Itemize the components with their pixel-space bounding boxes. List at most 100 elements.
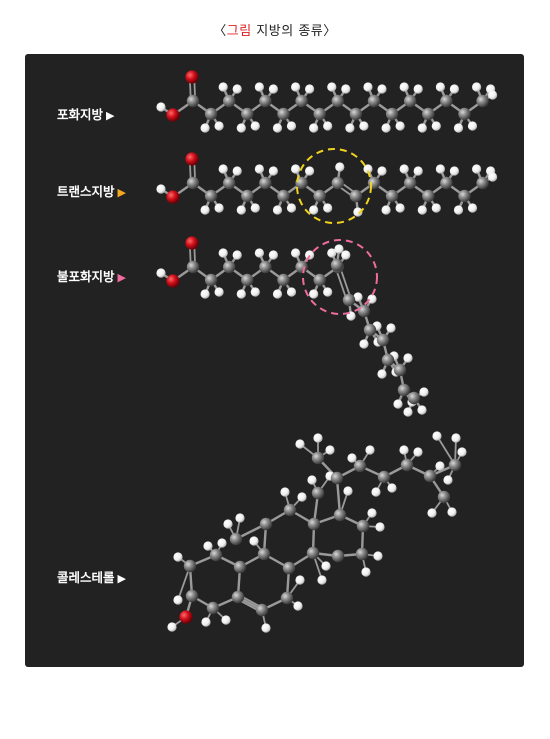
hydrogen-atom [327,248,337,258]
carbon-atom [376,333,390,347]
hydrogen-atom [254,248,264,258]
hydrogen-atom [417,205,427,215]
hydrogen-atom [334,244,344,254]
carbon-atom [209,548,223,562]
carbon-atom [241,189,254,203]
carbon-atom [186,260,200,274]
hydrogen-atom [295,439,305,449]
cholesterol-molecule [167,431,467,633]
carbon-atom [342,293,356,307]
carbon-atom [385,189,399,203]
hydrogen-atom [449,84,459,94]
carbon-atom [313,273,326,287]
hydrogen-atom [249,536,259,546]
hydrogen-atom [347,453,357,463]
carbon-atom [282,561,296,575]
carbon-atom [440,94,453,108]
hydrogen-atom [305,166,315,176]
hydrogen-atom [363,82,373,92]
carbon-atom [440,176,453,190]
carbon-atom [313,107,326,121]
hydrogen-atom [254,164,264,174]
hydrogen-atom [218,248,228,258]
carbon-atom [277,273,290,287]
hydrogen-atom [403,353,413,363]
hydrogen-atom [218,164,228,174]
hydrogen-atom [363,164,373,174]
hydrogen-atom [295,575,305,585]
carbon-atom [331,549,345,563]
hydrogen-atom [451,433,461,443]
hydrogen-atom [457,447,467,457]
hydrogen-atom [214,203,224,213]
hydrogen-atom [200,205,210,215]
oxygen-atom [166,274,180,288]
hydrogen-atom [393,399,403,409]
carbon-atom [357,304,371,318]
carbon-atom [306,546,320,560]
hydrogen-atom [268,250,278,260]
carbon-atom [229,532,243,546]
oxygen-atom [185,70,199,84]
carbon-atom [186,94,200,108]
carbon-atom [277,107,290,121]
carbon-atom [223,94,236,108]
arrow-right-icon: ▶ [117,271,126,284]
arrow-right-icon: ▶ [106,109,115,122]
carbon-atom [458,189,471,203]
carbon-atom [307,517,321,531]
carbon-atom [333,508,347,522]
carbon-atom [295,260,308,274]
oxygen-atom [166,108,180,122]
hydrogen-atom [254,82,264,92]
carbon-atom [241,273,254,287]
hydrogen-atom [399,82,409,92]
hydrogen-atom [173,552,183,562]
hydrogen-atom [272,289,283,299]
hydrogen-atom [272,205,283,215]
hydrogen-atom [309,289,319,299]
hydrogen-atom [417,123,427,133]
hydrogen-atom [173,595,183,605]
carbon-atom [363,323,377,337]
hydrogen-atom [431,203,441,213]
hydrogen-atom [467,203,478,213]
carbon-atom [255,603,269,617]
cis-double-bond-highlight [302,239,378,315]
carbon-atom [241,107,254,121]
hydrogen-atom [453,123,464,133]
hydrogen-atom [431,121,441,131]
hydrogen-atom [387,483,397,493]
carbon-atom [422,189,435,203]
hydrogen-atom [359,121,369,131]
hydrogen-atom [377,369,387,379]
hydrogen-atom [323,203,333,213]
hydrogen-atom [353,292,363,302]
carbon-atom [277,189,290,203]
carbon-atom [393,363,407,377]
hydrogen-atom [353,207,363,217]
carbon-atom [349,107,363,121]
hydrogen-atom [323,287,333,297]
saturated-fat-molecule [156,70,498,133]
hydrogen-atom [250,121,260,131]
carbon-atom [404,94,417,108]
caption-text: 지방의 종류 [251,24,324,39]
oxygen-atom [185,152,199,166]
hydrogen-atom [218,82,228,92]
carbon-atom [231,590,245,604]
label-unsaturated-fat-text: 불포화지방 [57,269,115,284]
label-saturated-fat: 포화지방▶ [57,104,114,123]
carbon-atom [407,391,421,405]
hydrogen-atom [309,205,319,215]
hydrogen-atom [293,601,303,611]
caption-bracket-open: 〈 [213,24,227,39]
hydrogen-atom [201,617,211,627]
hydrogen-atom [467,121,478,131]
hydrogen-atom [488,172,498,182]
label-saturated-fat-text: 포화지방 [57,107,104,122]
hydrogen-atom [381,205,391,215]
carbon-atom [311,451,325,465]
hydrogen-atom [325,445,335,455]
